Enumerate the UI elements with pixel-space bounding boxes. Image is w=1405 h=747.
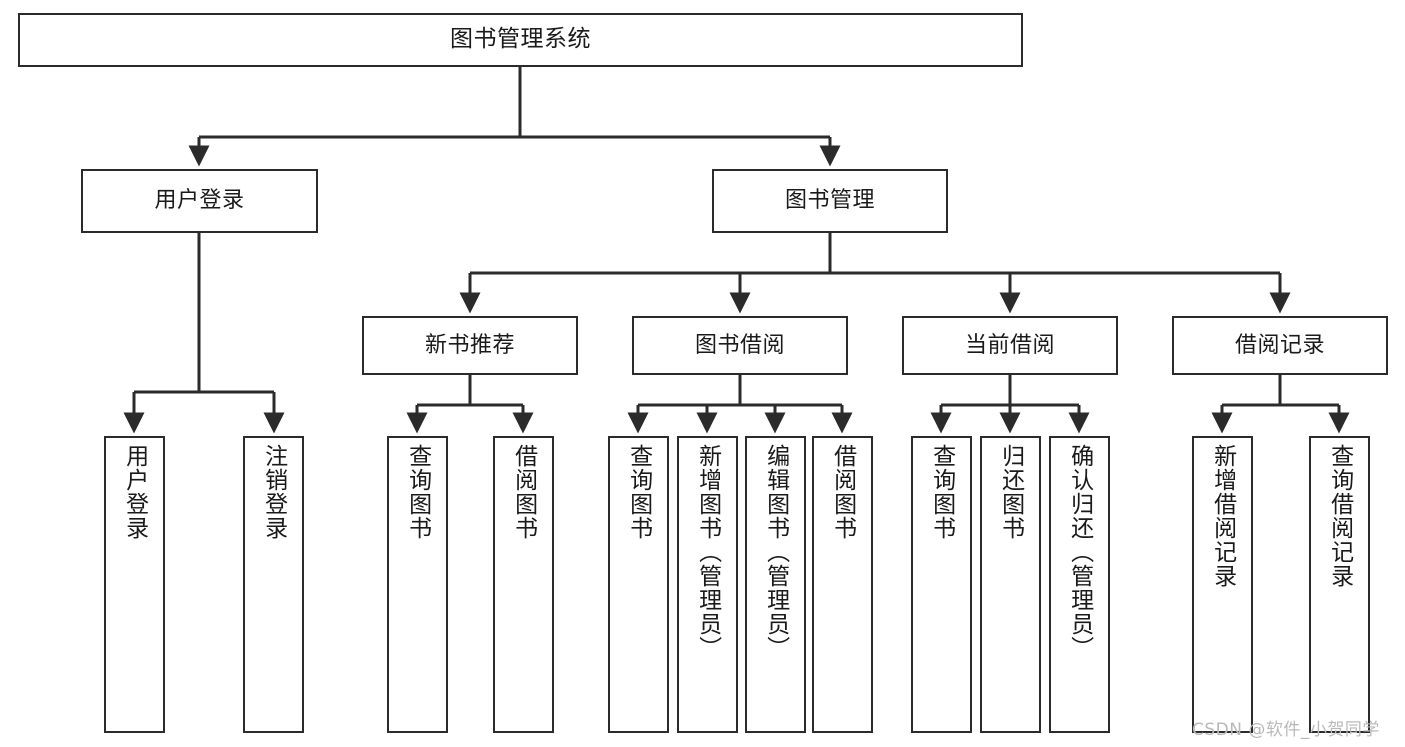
- leaf-user-login-login[interactable]: 用户登录: [104, 436, 165, 733]
- node-label: 借阅记录: [1234, 332, 1325, 358]
- leaf-book-borrow-edit-book-admin[interactable]: 编辑图书（管理员）: [745, 436, 806, 733]
- leaf-new-book-borrow-book[interactable]: 借阅图书: [493, 436, 554, 733]
- leaf-book-borrow-add-book-admin[interactable]: 新增图书（管理员）: [677, 436, 738, 733]
- node-label: 注销登录: [260, 444, 287, 540]
- node-label: 借阅图书: [510, 444, 537, 540]
- node-label: 查询图书: [928, 444, 955, 540]
- node-label: 图书管理系统: [450, 26, 591, 53]
- node-label: 图书借阅: [694, 332, 785, 358]
- node-user-login[interactable]: 用户登录: [81, 169, 318, 233]
- leaf-book-borrow-query-book[interactable]: 查询图书: [608, 436, 669, 733]
- node-book-management[interactable]: 图书管理: [712, 169, 948, 233]
- node-label: 查询借阅记录: [1326, 444, 1353, 588]
- csdn-watermark: CSDN @软件_小贺同学: [1192, 720, 1380, 740]
- leaf-book-borrow-borrow-book[interactable]: 借阅图书: [812, 436, 873, 733]
- node-label: 归还图书: [997, 444, 1024, 540]
- node-label: 查询图书: [404, 444, 431, 540]
- leaf-user-login-logout[interactable]: 注销登录: [243, 436, 304, 733]
- leaf-current-borrow-confirm-return-admin[interactable]: 确认归还（管理员）: [1049, 436, 1110, 733]
- node-new-book-recommend[interactable]: 新书推荐: [362, 316, 578, 375]
- node-label: 查询图书: [625, 444, 652, 540]
- node-label: 编辑图书（管理员）: [762, 444, 789, 660]
- node-label: 图书管理: [784, 188, 875, 214]
- leaf-borrow-record-add-record[interactable]: 新增借阅记录: [1192, 436, 1253, 733]
- node-label: 借阅图书: [829, 444, 856, 540]
- node-label: 当前借阅: [964, 332, 1055, 358]
- leaf-borrow-record-query-record[interactable]: 查询借阅记录: [1309, 436, 1370, 733]
- node-label: 确认归还（管理员）: [1066, 444, 1093, 660]
- node-borrow-record[interactable]: 借阅记录: [1172, 316, 1388, 375]
- node-label: 用户登录: [154, 188, 245, 214]
- node-label: 新增借阅记录: [1209, 444, 1236, 588]
- node-book-borrow[interactable]: 图书借阅: [632, 316, 848, 375]
- node-label: 新增图书（管理员）: [694, 444, 721, 660]
- node-current-borrow[interactable]: 当前借阅: [902, 316, 1118, 375]
- leaf-new-book-query-book[interactable]: 查询图书: [387, 436, 448, 733]
- leaf-current-borrow-query-book[interactable]: 查询图书: [911, 436, 972, 733]
- node-root-library-system[interactable]: 图书管理系统: [18, 13, 1023, 67]
- leaf-current-borrow-return-book[interactable]: 归还图书: [980, 436, 1041, 733]
- node-label: 用户登录: [121, 444, 148, 540]
- node-label: 新书推荐: [424, 332, 515, 358]
